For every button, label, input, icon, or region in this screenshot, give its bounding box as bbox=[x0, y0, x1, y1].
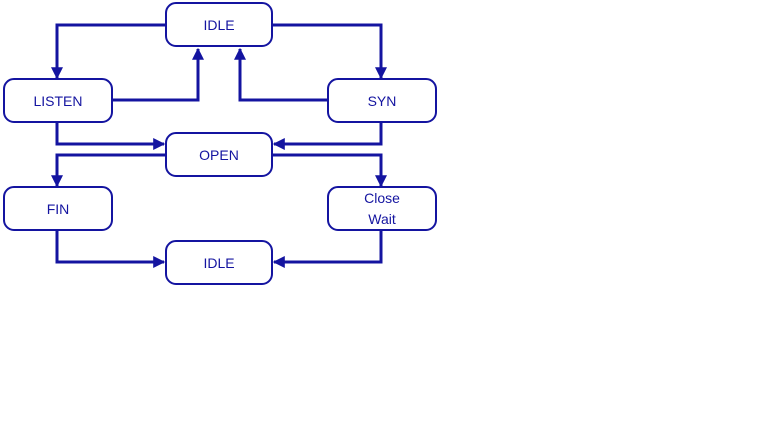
node-close-wait-line1: Close bbox=[364, 190, 400, 206]
node-open-label: OPEN bbox=[199, 147, 239, 163]
node-listen: LISTEN bbox=[3, 78, 113, 123]
node-syn: SYN bbox=[327, 78, 437, 123]
edge-syn-to-open bbox=[272, 122, 383, 150]
node-fin-label: FIN bbox=[47, 201, 70, 217]
node-fin: FIN bbox=[3, 186, 113, 231]
node-close-wait: Close Wait bbox=[327, 186, 437, 231]
node-idle-bottom: IDLE bbox=[165, 240, 273, 285]
edge-listen-to-open bbox=[55, 122, 166, 150]
node-idle-top: IDLE bbox=[165, 2, 273, 47]
edge-fin-to-idle bbox=[55, 230, 166, 268]
edge-close-wait-to-idle bbox=[272, 230, 383, 268]
edges bbox=[51, 23, 387, 268]
node-idle-top-label: IDLE bbox=[203, 17, 234, 33]
edge-listen-to-idle bbox=[112, 47, 204, 102]
edge-open-to-fin bbox=[51, 153, 166, 188]
edge-idle-to-listen bbox=[51, 23, 166, 80]
node-open: OPEN bbox=[165, 132, 273, 177]
node-idle-bottom-label: IDLE bbox=[203, 255, 234, 271]
edge-syn-to-idle bbox=[234, 47, 328, 102]
node-close-wait-line2: Wait bbox=[368, 211, 396, 227]
node-syn-label: SYN bbox=[368, 93, 397, 109]
edge-idle-to-syn bbox=[272, 23, 387, 80]
node-listen-label: LISTEN bbox=[33, 93, 82, 109]
edge-open-to-close-wait bbox=[272, 153, 387, 188]
